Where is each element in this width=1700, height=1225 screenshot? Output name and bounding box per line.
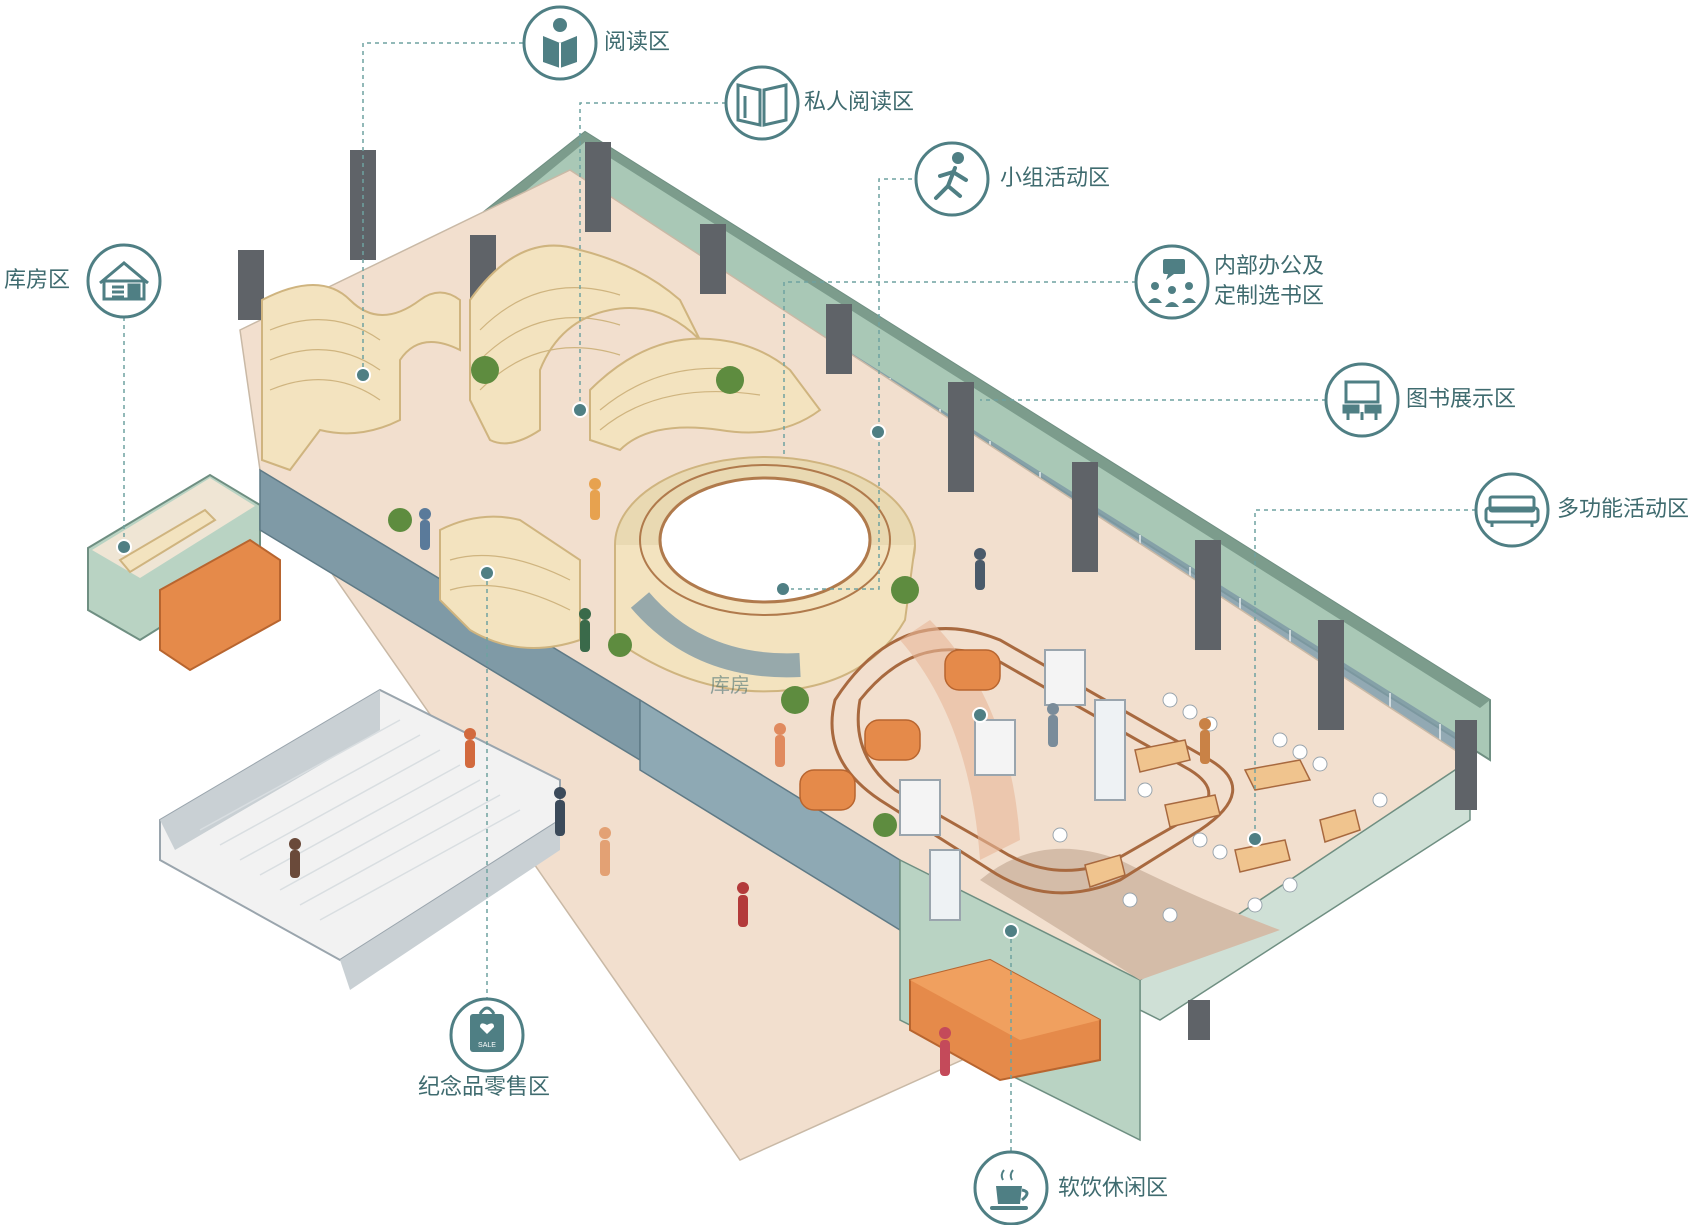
- cafe-floor: [980, 848, 1280, 980]
- leader-reading: [362, 42, 523, 375]
- people: [289, 478, 1211, 1076]
- label-reading: 阅读区: [604, 30, 671, 55]
- reading-person-icon: [543, 18, 577, 68]
- coffee-cup-icon: [990, 1169, 1029, 1210]
- label-multi: 多功能活动区: [1557, 497, 1690, 522]
- cafe-counter: [909, 958, 1101, 1082]
- label-group-activity: 小组活动区: [1000, 166, 1111, 191]
- sofa-icon: [1484, 495, 1540, 527]
- running-person-icon: [934, 152, 968, 200]
- leader-lines: [123, 42, 1476, 1152]
- leader-private-reading: [579, 102, 726, 410]
- floor-text: 库房: [710, 674, 750, 697]
- leader-office: [783, 281, 1136, 456]
- warehouse-icon: [99, 261, 149, 301]
- storage-shelves: [118, 508, 217, 574]
- activity-floor-arc: [900, 620, 1020, 860]
- shelf-wave-center: [469, 244, 701, 445]
- open-book-icon: [736, 83, 788, 127]
- shelf-wave-right: [589, 337, 822, 452]
- label-cafe: 软饮休闲区: [1058, 1176, 1169, 1201]
- shelf-lines: [269, 287, 761, 611]
- label-office: 内部办公及 定制选书区: [1214, 252, 1324, 312]
- label-display: 图书展示区: [1406, 387, 1517, 412]
- label-souvenir: 纪念品零售区: [418, 1075, 551, 1100]
- ottomans: [799, 649, 1001, 811]
- souvenir-counter: [159, 538, 281, 672]
- leader-multi: [1254, 509, 1476, 839]
- back-wall-top: [480, 132, 1490, 708]
- cafe-tables: [1084, 739, 1361, 888]
- anchor-dots: [116, 367, 1263, 939]
- sale-badge-text: SALE: [478, 1042, 496, 1049]
- display-racks: [899, 649, 1126, 921]
- staircase: [159, 688, 561, 990]
- display-screen-icon: [1342, 380, 1382, 420]
- label-office-line2: 定制选书区: [1214, 284, 1325, 309]
- label-private-reading: 私人阅读区: [804, 90, 915, 115]
- leader-group-activity: [783, 178, 952, 590]
- circular-pavilion: [614, 456, 916, 693]
- meeting-chat-icon: [1148, 259, 1196, 307]
- plants: [388, 356, 919, 837]
- label-storage: 库房区: [4, 268, 71, 293]
- label-office-line1: 内部办公及: [1214, 254, 1325, 279]
- shopping-bag-icon: SALE: [470, 1006, 504, 1052]
